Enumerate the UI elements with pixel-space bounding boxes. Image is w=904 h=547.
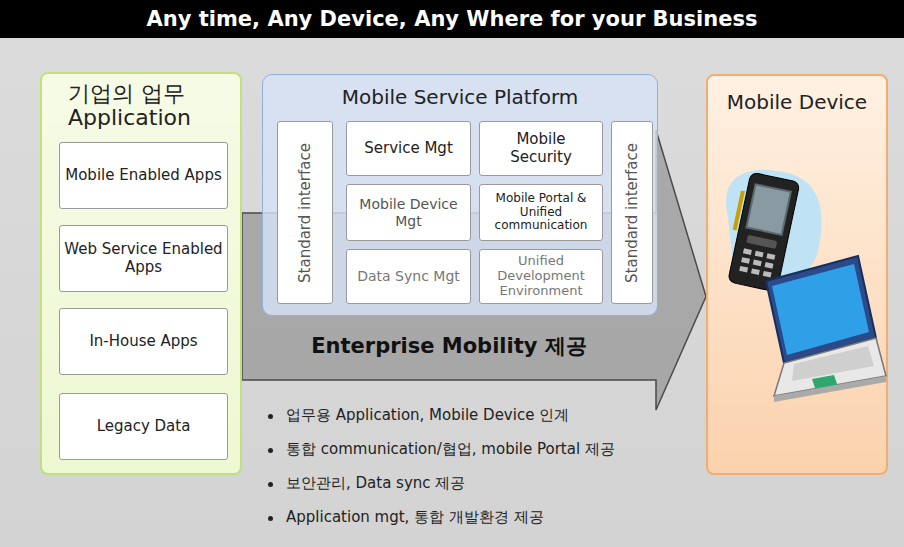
module-box: Data Sync Mgt xyxy=(346,249,471,304)
box-label: Data Sync Mgt xyxy=(357,268,460,284)
phone xyxy=(722,171,800,292)
title-text: Any time, Any Device, Any Where for your… xyxy=(0,0,904,38)
box-label: Service Mgt xyxy=(364,140,453,157)
group-panel: Mobile Service PlatformStandard interfac… xyxy=(262,74,658,316)
box-label: Mobile Device Mgt xyxy=(351,196,466,228)
arrow-label: Enterprise Mobility 제공 xyxy=(311,332,587,360)
bullet-dot xyxy=(268,482,273,487)
box-label: Mobile Portal & Unified communication xyxy=(484,192,598,233)
module-box: In-House Apps xyxy=(59,308,228,375)
box-label: Legacy Data xyxy=(97,418,191,435)
module-box: Mobile Portal & Unified communication xyxy=(479,184,603,241)
box-label: Mobile Security xyxy=(484,131,598,166)
box-label: Unified Development Environment xyxy=(484,254,598,299)
module-box: Legacy Data xyxy=(59,393,228,460)
device-illustration xyxy=(708,76,890,477)
bullet-note: 보안관리, Data sync 제공 xyxy=(286,474,465,493)
panel-heading: 기업의 업무 Application xyxy=(68,82,218,130)
group-panel: 기업의 업무 ApplicationMobile Enabled AppsWeb… xyxy=(40,72,242,475)
bullet-note: Application mgt, 통합 개발환경 제공 xyxy=(286,508,544,527)
module-box: Mobile Enabled Apps xyxy=(59,142,228,209)
box-label: In-House Apps xyxy=(89,333,197,350)
bullet-dot xyxy=(268,448,273,453)
interface-bar: Standard interface xyxy=(611,121,653,304)
module-box: Mobile Security xyxy=(479,121,603,176)
box-label: Standard interface xyxy=(623,143,641,283)
box-label: Web Service Enabled Apps xyxy=(64,241,223,276)
module-box: Mobile Device Mgt xyxy=(346,184,471,241)
interface-bar: Standard interface xyxy=(277,121,333,304)
module-box: Service Mgt xyxy=(346,121,471,176)
laptop xyxy=(766,256,886,402)
panel-heading: Mobile Service Platform xyxy=(263,85,657,109)
bullet-note: 통합 communication/협업, mobile Portal 제공 xyxy=(286,440,615,459)
bullet-note: 업무용 Application, Mobile Device 인계 xyxy=(286,406,569,425)
bullet-dot xyxy=(268,516,273,521)
box-label: Standard interface xyxy=(296,143,314,283)
module-box: Web Service Enabled Apps xyxy=(59,225,228,292)
group-panel: Mobile Device xyxy=(706,74,888,475)
bullet-dot xyxy=(268,414,273,419)
module-box: Unified Development Environment xyxy=(479,249,603,304)
box-label: Mobile Enabled Apps xyxy=(65,167,221,184)
panel-heading: Mobile Device xyxy=(708,90,886,114)
